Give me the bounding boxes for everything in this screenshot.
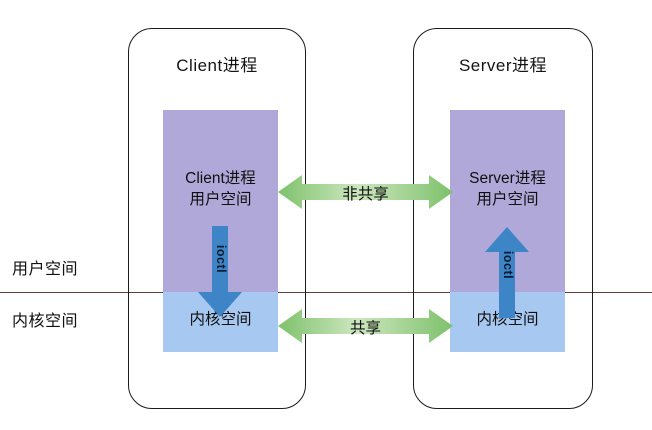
server-ioctl-up-arrow-icon xyxy=(485,227,529,318)
non-shared-label: 非共享 xyxy=(342,186,389,203)
client-kernel-space-label: 内核空间 xyxy=(189,311,252,328)
server-process-container: Server进程 xyxy=(413,28,593,409)
client-user-space-label-line1: Client进程 xyxy=(185,170,256,187)
server-ioctl-label: ioctl xyxy=(501,250,516,280)
server-user-space-label-line2: 用户空间 xyxy=(476,191,539,208)
non-shared-double-arrow-icon xyxy=(278,175,453,209)
server-kernel-space-block: 内核空间 xyxy=(450,292,565,352)
shared-label: 共享 xyxy=(349,320,381,337)
client-process-title: Client进程 xyxy=(176,56,258,75)
client-kernel-space-block: 内核空间 xyxy=(163,292,278,352)
axis-label-user-space: 用户空间 xyxy=(12,261,79,278)
server-user-space-label-line1: Server进程 xyxy=(469,170,546,187)
client-ioctl-down-arrow-icon xyxy=(198,226,242,317)
user-kernel-divider-line xyxy=(0,292,652,293)
server-process-title: Server进程 xyxy=(458,56,548,75)
client-user-space-label-line2: 用户空间 xyxy=(189,191,252,208)
client-process-container: Client进程 xyxy=(128,28,306,409)
axis-label-kernel-space: 内核空间 xyxy=(12,313,79,330)
shared-double-arrow-icon xyxy=(278,309,453,343)
client-ioctl-label: ioctl xyxy=(214,244,229,274)
server-kernel-space-label: 内核空间 xyxy=(476,311,539,328)
